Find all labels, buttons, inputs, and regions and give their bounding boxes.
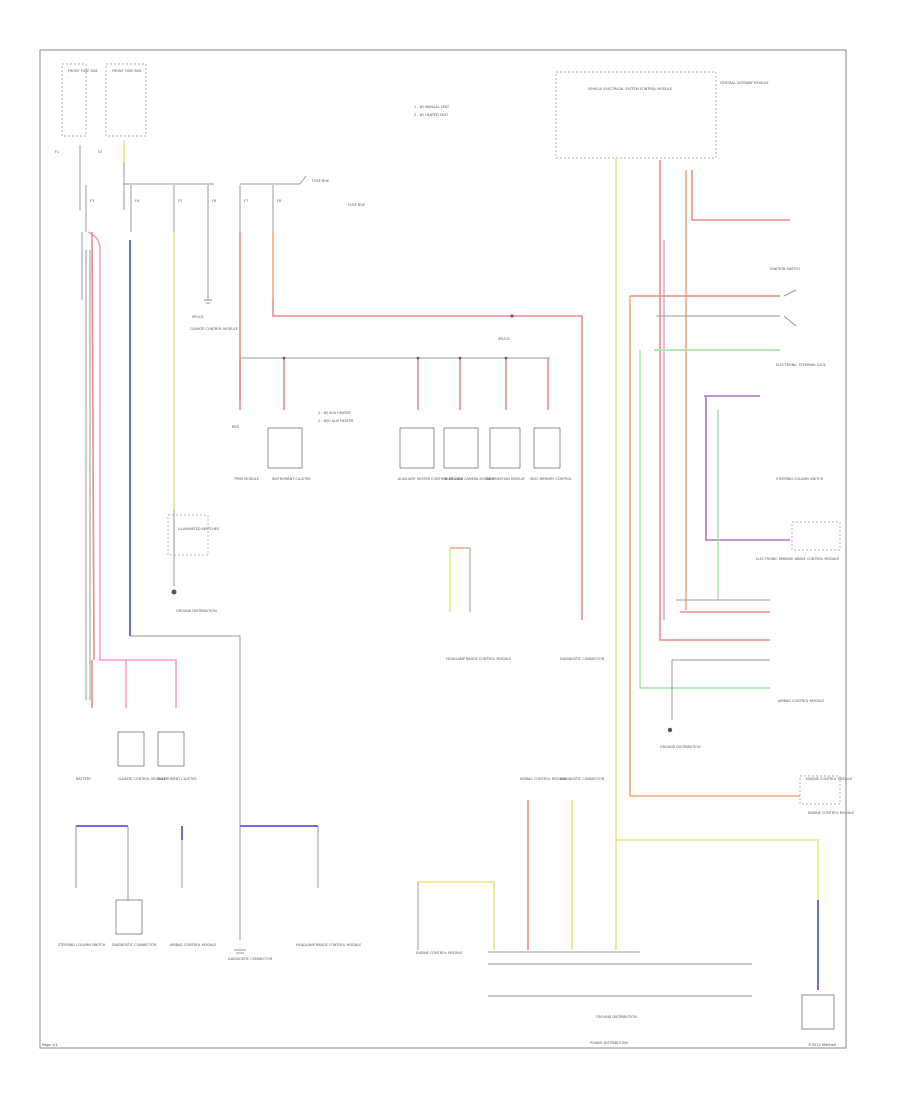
comp-info-display: INFORMATION DISPLAY: [486, 477, 526, 481]
comp-steering-col: STEERING COLUMN SWITCH: [776, 477, 824, 481]
front-fuse-box-labels: FRONT FUSE BOX - FRONT FUSE BOX: [61, 63, 147, 137]
comp-ignition-switch: IGNITION SWITCH: [770, 267, 800, 271]
fuse-label-2: F2: [98, 150, 102, 154]
middle-components: RED TPMS MODULE INSTRUMENT CLUSTER AUXIL…: [232, 425, 572, 481]
right-module-label: VEHICLE ELECTRICAL SYSTEM CONTROL MODULE: [588, 87, 672, 91]
comp-battery-label: BATTERY: [76, 777, 92, 781]
comp-ecm-bottom: ENGINE CONTROL MODULE: [416, 951, 462, 955]
diagram-frame: [39, 49, 847, 1049]
comp-climate-lower: CLIMATE CONTROL MODULE: [118, 777, 166, 781]
comp-rear-camera: REAR VIEW CAMERA MODULE: [444, 477, 494, 481]
comp-headlamp-lower: HEADLAMP RANGE CONTROL MODULE: [296, 943, 361, 947]
comp-parking-brake: ELECTRONIC PARKING BRAKE CONTROL MODULE: [756, 557, 839, 561]
right-top-module: VEHICLE ELECTRICAL SYSTEM CONTROL MODULE…: [414, 71, 769, 159]
distribution-drops: [239, 356, 549, 410]
top-left-label-a: FRONT FUSE BOX: [68, 69, 98, 73]
comp-steering-lock: ELECTRONIC STEERING LOCK: [776, 363, 827, 367]
footer-center: POWER DISTRIBUTION: [590, 1041, 628, 1045]
footer-left: Page 1/1: [42, 1043, 58, 1047]
fuse-drops: F3 F4 F5 F6 F7 F8: [85, 185, 281, 232]
comp-instrument-cluster: INSTRUMENT CLUSTER: [272, 477, 311, 481]
comp-tpms: TPMS MODULE: [233, 477, 259, 481]
comp-occupant-detection: DIAGNOSTIC CONNECTOR: [560, 657, 605, 661]
fuse-box-label-center: FUSE BOX: [348, 203, 366, 207]
comp-ground-right: GROUND DISTRIBUTION: [660, 745, 701, 749]
fuse-label-3: F3: [90, 199, 94, 203]
comp-aux-heater: AUXILIARY HEATER CONTROL MODULE: [398, 477, 463, 481]
fuse-label-1: F1: [55, 150, 59, 154]
fuse-label-5: F5: [178, 199, 182, 203]
right-side-label: CENTRAL GATEWAY MODULE: [720, 81, 769, 85]
splice-label: SPLICE: [498, 337, 510, 341]
note-no-aux-heater: 2 - W/O AUX HEATER: [318, 419, 354, 423]
fuse-label-8: F8: [277, 199, 281, 203]
left-ground: ILLUMINATED SWITCHES GROUND DISTRIBUTION: [167, 514, 219, 613]
comp-ecm-label: ENGINE CONTROL MODULE: [808, 811, 854, 815]
fuse-label-6: F6: [212, 199, 216, 203]
fuse-label-7: F7: [244, 199, 248, 203]
ground-symbol-1: SPLICE: [192, 299, 212, 319]
top-fuse-row: F1 F2: [55, 150, 102, 154]
ground-1-label: SPLICE: [192, 315, 204, 319]
comp-ground-distribution: GROUND DISTRIBUTION: [176, 609, 217, 613]
left-lower-components: BATTERY CLIMATE CONTROL MODULE INSTRUMEN…: [76, 659, 197, 781]
footer-right: ©2012 Mitchell: [808, 1043, 836, 1047]
svg-text:-: -: [68, 75, 70, 79]
fuse-label-4: F4: [135, 199, 139, 203]
comp-ecm-right: ENGINE CONTROL MODULE: [806, 777, 852, 781]
comp-airbag-right: AIRBAG CONTROL MODULE: [778, 699, 824, 703]
top-center-label: FUSE BOX: [312, 179, 330, 183]
legend-line-2: 2 - W/ HEATED SEAT: [414, 113, 449, 117]
comp-airbag-mid: AIRBAG CONTROL MODULE: [520, 777, 566, 781]
comp-instrument-lower: INSTRUMENT CLUSTER: [158, 777, 197, 781]
top-left-label-b: FRONT FUSE BOX: [112, 69, 142, 73]
comp-steering-switch: STEERING COLUMN SWITCH: [58, 943, 106, 947]
comp-label-tpms-pin: RED: [232, 425, 239, 429]
comp-illuminated-switches: ILLUMINATED SWITCHES: [178, 527, 219, 531]
comp-occupant-lower: DIAGNOSTIC CONNECTOR: [112, 943, 157, 947]
comp-ground-bottom: GROUND DISTRIBUTION: [596, 1015, 637, 1019]
comp-seat-memory: SEAT MEMORY CONTROL: [530, 477, 572, 481]
comp-airbag-lower: AIRBAG CONTROL MODULE: [170, 943, 216, 947]
comp-climate-control: CLIMATE CONTROL MODULE: [190, 327, 238, 331]
legend-line-1: 1 - W/ MANUAL SEAT: [414, 105, 450, 109]
note-aux-heater: 1 - W/ AUX HEATER: [318, 411, 351, 415]
comp-diag-mid: DIAGNOSTIC CONNECTOR: [560, 777, 605, 781]
comp-diagnostic: DIAGNOSTIC CONNECTOR: [228, 957, 273, 961]
comp-headlamp-range: HEADLAMP RANGE CONTROL MODULE: [446, 657, 511, 661]
